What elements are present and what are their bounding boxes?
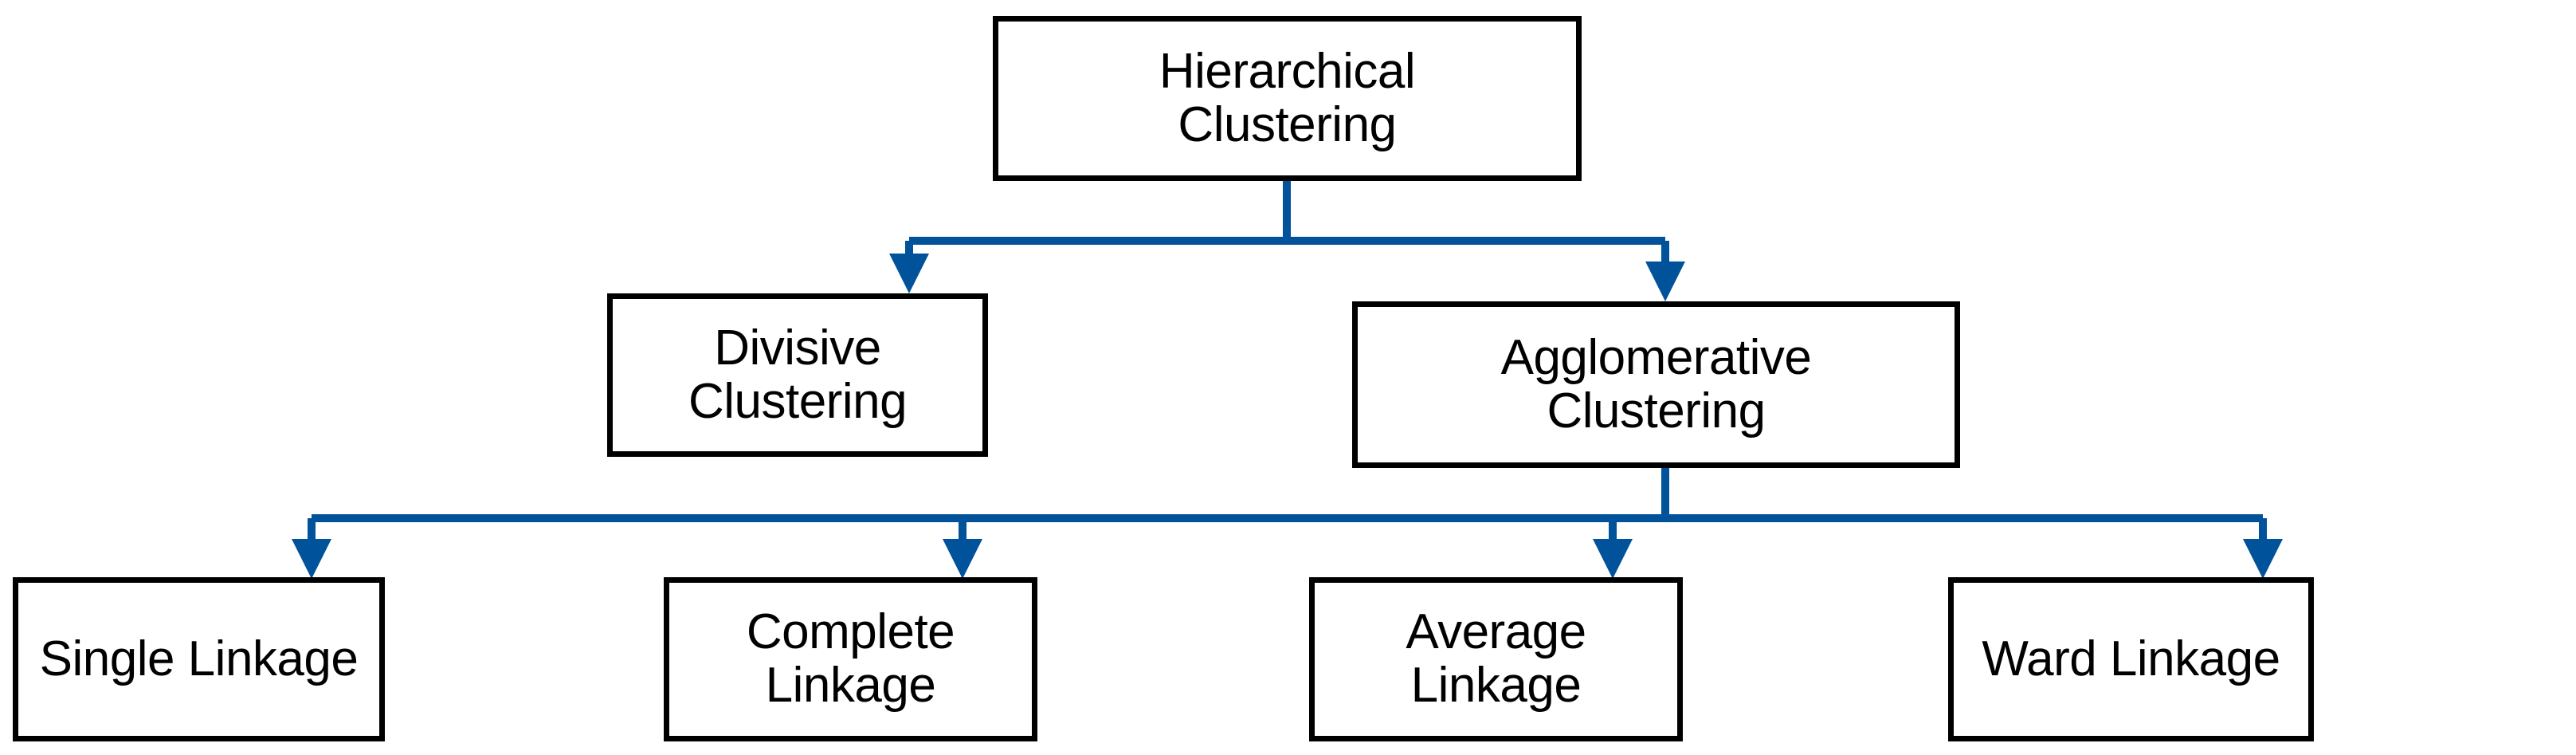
edge-root-to-level2 <box>889 181 1685 301</box>
arrowhead-down-icon-agglomerative <box>1645 261 1685 301</box>
arrowhead-down-icon-complete <box>943 539 982 579</box>
node-hierarchical-clustering[interactable]: Hierarchical Clustering <box>993 16 1582 181</box>
arrowhead-down-icon-single <box>292 539 331 579</box>
arrowhead-down-icon-divisive <box>889 254 929 293</box>
edge-agglomerative-to-level3 <box>292 468 2283 579</box>
node-complete-linkage[interactable]: Complete Linkage <box>664 577 1037 741</box>
node-agglomerative-clustering[interactable]: Agglomerative Clustering <box>1352 301 1960 468</box>
node-ward-linkage[interactable]: Ward Linkage <box>1948 577 2314 741</box>
arrowhead-down-icon-ward <box>2243 539 2283 579</box>
node-divisive-clustering[interactable]: Divisive Clustering <box>607 293 988 457</box>
node-average-linkage[interactable]: Average Linkage <box>1309 577 1683 741</box>
node-single-linkage[interactable]: Single Linkage <box>13 577 385 741</box>
arrowhead-down-icon-average <box>1593 539 1633 579</box>
